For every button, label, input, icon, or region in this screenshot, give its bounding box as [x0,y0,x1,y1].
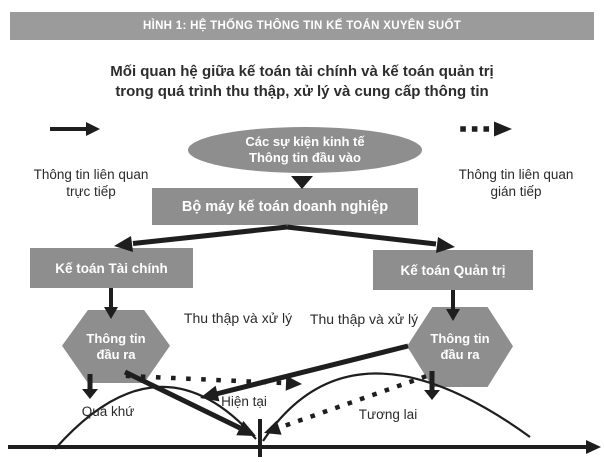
figure-caption: HÌNH 1: HỆ THỐNG THÔNG TIN KẾ TOÁN XUYÊN… [142,20,462,32]
indirect-info-label: Thông tin liên quan gián tiếp [432,166,600,200]
output-info-hexagon-right: Thông tin đầu ra [407,307,513,387]
output-left-line1: Thông tin [86,330,146,346]
process-label-right: Thu thập và xử lý [309,311,419,327]
output-info-hexagon-left: Thông tin đầu ra [62,310,170,383]
past-label: Quá khứ [81,404,135,419]
direct-info-line1: Thông tin liên quan [33,167,149,182]
financial-accounting-box: Kế toán Tài chính [30,248,193,288]
indirect-info-line1: Thông tin liên quan [458,167,574,182]
accounting-system-label: Bộ máy kế toán doanh nghiệp [181,198,389,215]
management-accounting-label: Kế toán Quản trị [400,262,506,278]
output-right-line2: đầu ra [440,347,480,362]
economic-events-ellipse: Các sự kiện kinh tế Thông tin đầu vào [188,127,422,173]
present-label: Hiện tại [221,394,267,409]
output-left-line2: đầu ra [96,346,136,362]
financial-accounting-label: Kế toán Tài chính [55,260,168,276]
timeline-axis [8,419,601,457]
solid-right-arrow-icon [50,122,100,136]
indirect-info-line2: gián tiếp [490,184,542,199]
management-output-dotted-arrow [264,374,427,435]
direct-info-label: Thông tin liên quan trực tiếp [8,166,174,200]
dotted-right-arrow-icon [460,121,512,137]
accounting-system-box: Bộ máy kế toán doanh nghiệp [152,188,418,225]
ellipse-line2: Thông tin đầu vào [249,150,361,165]
management-accounting-box: Kế toán Quản trị [373,250,533,290]
financial-output-dotted-arrow [125,373,302,391]
direct-info-line2: trực tiếp [66,184,116,199]
figure-title-line2: trong quá trình thu thập, xử lý và cung … [115,83,489,100]
ellipse-line1: Các sự kiện kinh tế [245,133,365,149]
output-right-line1: Thông tin [430,331,490,346]
figure-title-line1: Mối quan hệ giữa kế toán tài chính và kế… [110,63,494,80]
figure-caption-bar: HÌNH 1: HỆ THỐNG THÔNG TIN KẾ TOÁN XUYÊN… [10,12,594,40]
process-label-left: Thu thập và xử lý [183,310,293,326]
figure-title: Mối quan hệ giữa kế toán tài chính và kế… [0,62,604,102]
future-label: Tương lai [358,407,418,422]
